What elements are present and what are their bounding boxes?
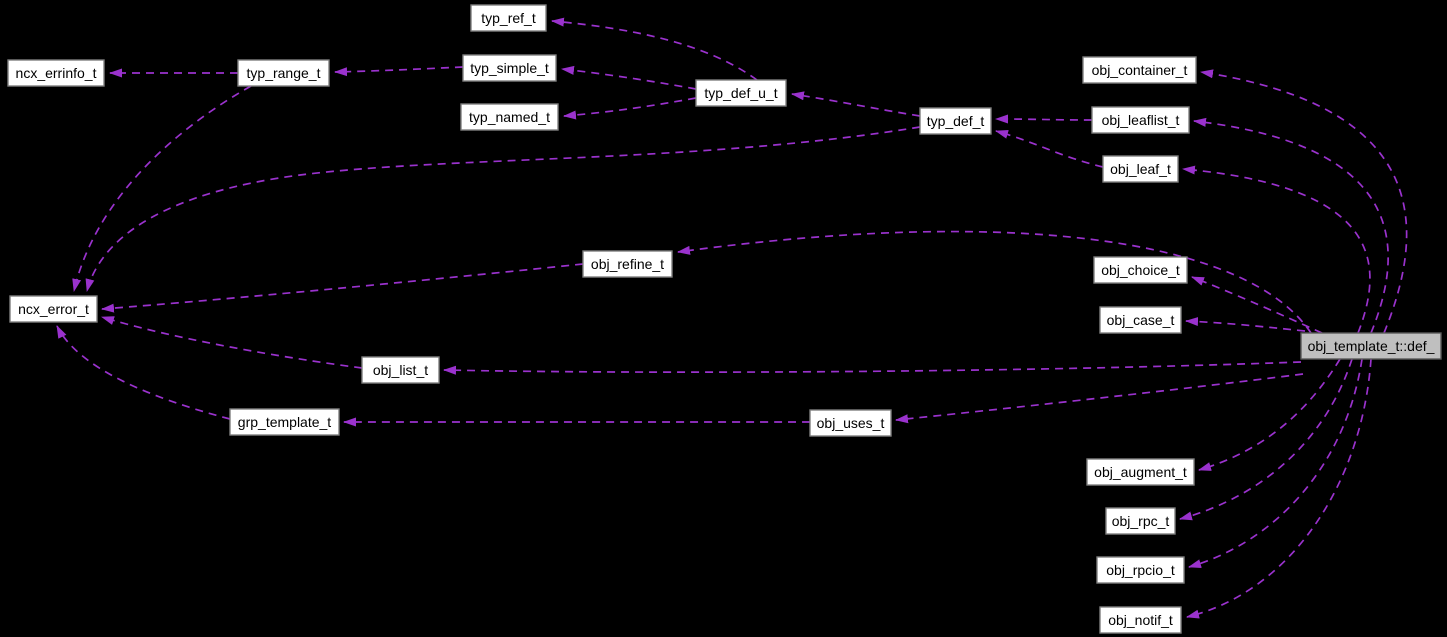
- node-ncx-error-t-box: [9, 295, 98, 323]
- node-typ-named-t[interactable]: typ_named_t: [460, 103, 559, 131]
- node-obj-notif-t[interactable]: obj_notif_t: [1099, 606, 1182, 634]
- node-obj-choice-t[interactable]: obj_choice_t: [1093, 256, 1188, 284]
- node-typ-range-t[interactable]: typ_range_t: [237, 59, 330, 87]
- edge-obj_template_def-obj_case_t: [1185, 317, 1306, 332]
- node-obj-leaflist-t-label: obj_leaflist_t: [1102, 112, 1180, 128]
- edge-typ_def_t-typ_def_u_t: [791, 91, 921, 117]
- edge-typ_def_u_t-typ_named_t: [563, 97, 697, 120]
- edge-obj_template_def-obj_leaflist_t: [1193, 117, 1389, 334]
- node-obj-case-t[interactable]: obj_case_t: [1099, 306, 1182, 334]
- node-ncx-errinfo-t[interactable]: ncx_errinfo_t: [7, 59, 105, 87]
- edge-obj_template_def-obj_choice_t: [1191, 276, 1323, 334]
- edge-obj_leaflist_t-typ_def_t: [995, 114, 1093, 124]
- node-obj-rpc-t[interactable]: obj_rpc_t: [1105, 507, 1176, 535]
- node-obj-choice-t-label: obj_choice_t: [1101, 262, 1180, 278]
- node-obj-notif-t-box: [1099, 606, 1182, 634]
- node-ncx-errinfo-t-box: [7, 59, 105, 87]
- node-typ-named-t-box: [460, 103, 559, 131]
- node-obj-rpcio-t[interactable]: obj_rpcio_t: [1096, 556, 1185, 584]
- node-typ-def-t[interactable]: typ_def_t: [919, 107, 992, 135]
- node-obj-notif-t-label: obj_notif_t: [1108, 612, 1173, 628]
- node-typ-simple-t-label: typ_simple_t: [470, 60, 549, 76]
- node-typ-def-u-t[interactable]: typ_def_u_t: [695, 79, 787, 107]
- edge-obj_template_def-obj_uses_t: [895, 373, 1304, 424]
- node-grp-template-t[interactable]: grp_template_t: [229, 408, 340, 436]
- node-obj-leaf-t-label: obj_leaf_t: [1110, 161, 1171, 177]
- edge-obj_template_def-obj_notif_t: [1186, 358, 1372, 619]
- node-grp-template-t-label: grp_template_t: [238, 414, 332, 430]
- node-obj-rpcio-t-box: [1096, 556, 1185, 584]
- node-obj-container-t-label: obj_container_t: [1092, 62, 1188, 78]
- node-obj-leaflist-t-box: [1091, 106, 1190, 134]
- node-ncx-errinfo-t-label: ncx_errinfo_t: [16, 65, 97, 81]
- node-grp-template-t-box: [229, 408, 340, 436]
- node-obj-uses-t[interactable]: obj_uses_t: [809, 409, 892, 437]
- node-obj-list-t[interactable]: obj_list_t: [361, 356, 440, 384]
- edge-typ_simple_t-typ_range_t: [334, 66, 464, 77]
- node-ncx-error-t[interactable]: ncx_error_t: [9, 295, 98, 323]
- node-obj-refine-t-label: obj_refine_t: [591, 256, 664, 272]
- node-typ-def-u-t-label: typ_def_u_t: [704, 85, 777, 101]
- node-obj-augment-t-label: obj_augment_t: [1094, 464, 1187, 480]
- node-obj-list-t-label: obj_list_t: [373, 362, 428, 378]
- node-obj-uses-t-box: [809, 409, 892, 437]
- node-obj-augment-t-box: [1086, 458, 1195, 486]
- edge-obj_template_def-obj_augment_t: [1198, 358, 1341, 471]
- node-typ-simple-t-box: [462, 54, 557, 82]
- edge-obj_list_t-ncx_error_t: [101, 316, 363, 369]
- edge-typ_def_u_t-typ_simple_t: [561, 65, 697, 90]
- node-obj-choice-t-box: [1093, 256, 1188, 284]
- node-obj-refine-t[interactable]: obj_refine_t: [582, 250, 673, 278]
- node-obj-container-t-box: [1082, 56, 1197, 84]
- node-obj-rpcio-t-label: obj_rpcio_t: [1106, 562, 1175, 578]
- node-typ-named-t-label: typ_named_t: [469, 109, 550, 125]
- edge-typ_range_t-ncx_error_t: [72, 85, 252, 292]
- node-obj-rpc-t-label: obj_rpc_t: [1112, 513, 1170, 529]
- node-obj-augment-t[interactable]: obj_augment_t: [1086, 458, 1195, 486]
- node-obj-list-t-box: [361, 356, 440, 384]
- node-typ-range-t-box: [237, 59, 330, 87]
- edge-obj_refine_t-ncx_error_t: [101, 263, 584, 313]
- node-obj-leaf-t-box: [1102, 155, 1179, 183]
- node-obj-template-def-label: obj_template_t::def_: [1308, 338, 1435, 354]
- edge-obj_template_def-obj_leaf_t: [1182, 165, 1371, 334]
- node-typ-ref-t-box: [470, 4, 547, 32]
- node-typ-def-u-t-box: [695, 79, 787, 107]
- edge-obj_template_def-obj_refine_t: [677, 230, 1312, 334]
- edge-obj_leaf_t-typ_def_t: [995, 129, 1104, 168]
- edge-obj_template_def-obj_list_t: [443, 361, 1302, 375]
- node-typ-simple-t[interactable]: typ_simple_t: [462, 54, 557, 82]
- node-typ-range-t-label: typ_range_t: [247, 65, 321, 81]
- node-typ-def-t-label: typ_def_t: [927, 113, 985, 129]
- edge-typ_def_u_t-typ_ref_t: [551, 17, 758, 81]
- edge-obj_template_def-obj_container_t: [1200, 69, 1408, 334]
- node-obj-case-t-label: obj_case_t: [1107, 312, 1175, 328]
- edge-obj_template_def-obj_rpcio_t: [1188, 358, 1363, 569]
- node-obj-leaf-t[interactable]: obj_leaf_t: [1102, 155, 1179, 183]
- node-obj-template-def-box: [1300, 332, 1442, 360]
- edge-grp_template_t-ncx_error_t: [56, 325, 231, 420]
- edge-obj_template_def-obj_rpc_t: [1179, 358, 1353, 521]
- node-typ-ref-t[interactable]: typ_ref_t: [470, 4, 547, 32]
- node-obj-refine-t-box: [582, 250, 673, 278]
- node-obj-uses-t-label: obj_uses_t: [817, 415, 885, 431]
- node-obj-rpc-t-box: [1105, 507, 1176, 535]
- node-obj-leaflist-t[interactable]: obj_leaflist_t: [1091, 106, 1190, 134]
- node-typ-def-t-box: [919, 107, 992, 135]
- node-obj-container-t[interactable]: obj_container_t: [1082, 56, 1197, 84]
- edge-typ_def_t-ncx_error_t: [85, 126, 921, 292]
- node-obj-case-t-box: [1099, 306, 1182, 334]
- node-obj-template-def: obj_template_t::def_: [1300, 332, 1442, 360]
- node-typ-ref-t-label: typ_ref_t: [481, 10, 536, 26]
- node-ncx-error-t-label: ncx_error_t: [18, 301, 89, 317]
